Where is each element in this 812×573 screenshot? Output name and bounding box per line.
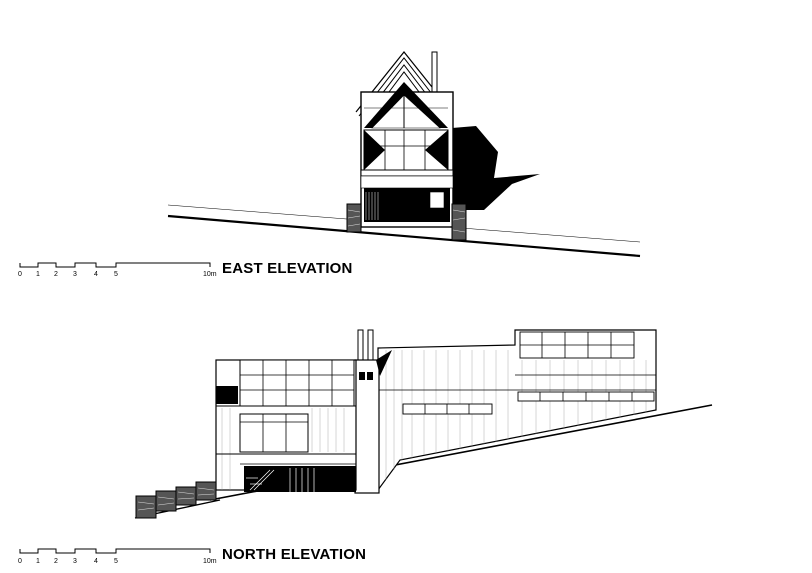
- north-elevation-drawing: [134, 329, 713, 519]
- east-stone-wall-left: [346, 203, 362, 233]
- east-brace-left: [364, 130, 385, 170]
- east-brace-right: [425, 130, 448, 170]
- north-chimney-2: [367, 329, 374, 363]
- east-elevation-drawing: [167, 51, 641, 258]
- east-cast-shadow: [452, 126, 540, 210]
- north-scale-label-0: 0: [18, 558, 22, 565]
- east-scale-label-5: 5: [114, 271, 118, 278]
- east-scale-label-3: 3: [73, 271, 77, 278]
- north-middle-glazing: [239, 413, 309, 453]
- east-scale-label-1: 1: [36, 271, 40, 278]
- north-undercroft: [244, 466, 356, 492]
- north-east-wing: [377, 329, 657, 492]
- east-elevation-title: EAST ELEVATION: [222, 260, 353, 277]
- north-strip-windows-left: [402, 403, 493, 415]
- north-scale-label-5: 5: [114, 558, 118, 565]
- north-scale-label-10m: 10m: [203, 558, 217, 565]
- north-scale-label-1: 1: [36, 558, 40, 565]
- east-chimney: [431, 51, 438, 93]
- east-scale-label-2: 2: [54, 271, 58, 278]
- north-scale-label-3: 3: [73, 558, 77, 565]
- north-upper-glazing: [239, 359, 355, 407]
- east-scale-label-4: 4: [94, 271, 98, 278]
- north-scale-label-2: 2: [54, 558, 58, 565]
- east-ground-line: [167, 214, 641, 258]
- east-scale-bar: 0 1 2 3 4 5 10m: [18, 262, 217, 278]
- east-scale-label-10m: 10m: [203, 271, 217, 278]
- east-stone-wall-right: [451, 203, 467, 241]
- north-scale-label-4: 4: [94, 558, 98, 565]
- north-scale-bar: 0 1 2 3 4 5 10m: [18, 548, 217, 565]
- north-chimney-1: [357, 329, 364, 363]
- north-elevation-title: NORTH ELEVATION: [222, 546, 366, 563]
- north-stone-terrace-walls: [135, 481, 217, 519]
- north-chimney-tower: [354, 359, 380, 494]
- east-scale-label-0: 0: [18, 271, 22, 278]
